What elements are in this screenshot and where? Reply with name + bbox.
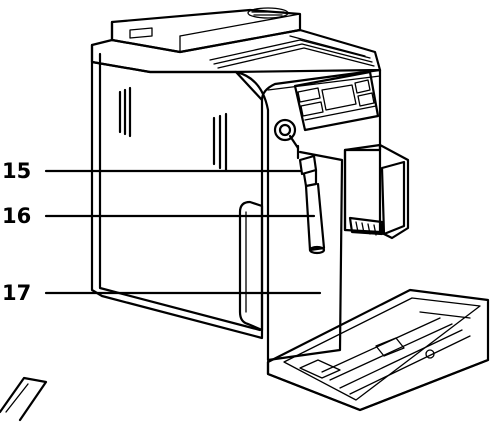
callout-15: 15 [2, 159, 302, 183]
cup-warmer-top [90, 28, 382, 74]
water-tank [238, 200, 264, 332]
accessory-strip [0, 376, 48, 422]
side-vents-right [212, 112, 228, 172]
steam-wand [296, 144, 326, 255]
steam-knob [273, 118, 300, 150]
drip-tray [266, 288, 490, 412]
side-vents-left [118, 86, 132, 138]
callout-17-number: 17 [2, 281, 31, 305]
callout-16-number: 16 [2, 204, 31, 228]
coffee-spout [343, 143, 410, 240]
callout-16: 16 [2, 204, 316, 228]
callout-15-number: 15 [2, 159, 31, 183]
control-panel [293, 70, 380, 132]
callout-17: 17 [2, 281, 322, 305]
